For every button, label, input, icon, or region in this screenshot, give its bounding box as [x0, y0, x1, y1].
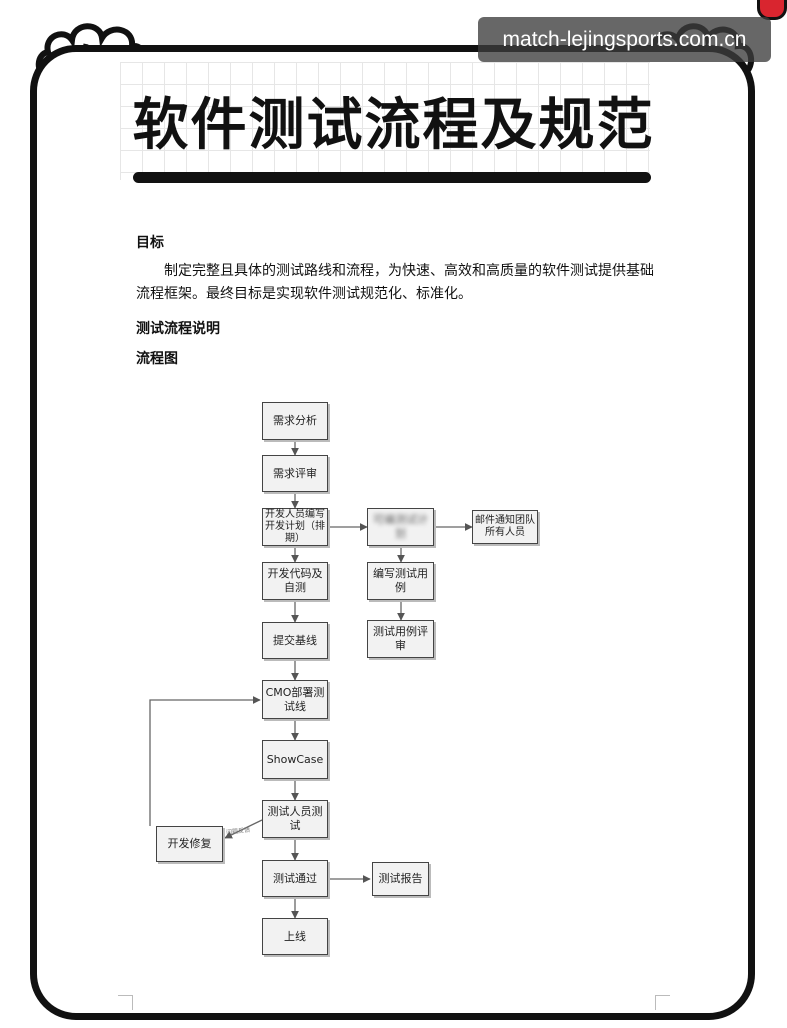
- watermark-banner: match-lejingsports.com.cn: [478, 17, 771, 62]
- heart-icon: [757, 0, 787, 20]
- node-showcase: ShowCase: [262, 740, 328, 779]
- title-underline: [133, 172, 651, 183]
- goal-heading: 目标: [136, 235, 164, 251]
- corner-mark-right: [655, 995, 670, 1010]
- node-requirement-review: 需求评审: [262, 455, 328, 492]
- page-title: 软件测试流程及规范: [132, 93, 655, 158]
- node-blurred-step: 可编测试计划: [367, 508, 434, 546]
- corner-mark-left: [118, 995, 133, 1010]
- flow-heading: 流程图: [136, 351, 178, 367]
- node-go-live: 上线: [262, 918, 328, 955]
- node-dev-plan: 开发人员编写开发计划（排期）: [262, 508, 328, 546]
- node-write-cases: 编写测试用例: [367, 562, 434, 600]
- node-cmo-deploy: CMO部署测试线: [262, 680, 328, 719]
- node-code-selftest: 开发代码及自测: [262, 562, 328, 600]
- title-grid-background: [120, 62, 650, 180]
- node-requirement-analysis: 需求分析: [262, 402, 328, 440]
- node-test-report: 测试报告: [372, 862, 429, 896]
- blurred-step-label: 可编测试计划: [373, 513, 428, 540]
- node-tester-test: 测试人员测试: [262, 800, 328, 838]
- node-test-pass: 测试通过: [262, 860, 328, 897]
- process-heading: 测试流程说明: [136, 321, 220, 337]
- node-case-review: 测试用例评审: [367, 620, 434, 658]
- node-submit-baseline: 提交基线: [262, 622, 328, 659]
- node-dev-fix: 开发修复: [156, 826, 223, 862]
- goal-paragraph: 制定完整且具体的测试路线和流程，为快速、高效和高质量的软件测试提供基础流程框架。…: [136, 263, 654, 302]
- node-email-notice: 邮件通知团队所有人员: [472, 510, 538, 544]
